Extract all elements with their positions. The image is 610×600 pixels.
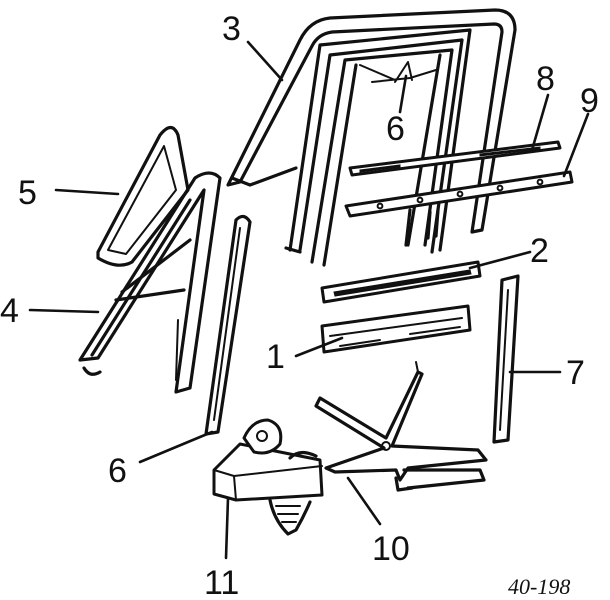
callout-2: 2 <box>530 232 549 270</box>
leader-6-bottom <box>138 430 214 464</box>
part-4-quarter-frame <box>78 171 222 394</box>
callout-1: 1 <box>266 338 285 376</box>
reference-code: 40-198 <box>508 574 570 599</box>
part-2-sill-strip <box>320 260 482 304</box>
callout-10: 10 <box>372 530 410 568</box>
leader-3 <box>246 40 284 82</box>
leader-11 <box>224 496 230 560</box>
callout-11: 11 <box>204 564 239 600</box>
callout-3: 3 <box>222 10 241 48</box>
part-10-window-regulator <box>314 361 488 492</box>
part-11-regulator-motor <box>212 418 324 536</box>
callout-6-top: 6 <box>386 110 405 148</box>
part-3-window-frame <box>226 8 517 267</box>
leader-1 <box>294 336 344 358</box>
leader-8 <box>530 93 550 152</box>
leader-2 <box>468 250 532 270</box>
callout-4: 4 <box>0 292 19 330</box>
part-6-channel-strip <box>204 214 252 436</box>
callout-6-bottom: 6 <box>108 452 127 490</box>
callout-labels: 3 5 4 6 8 9 2 1 7 6 10 11 <box>0 10 599 600</box>
leader-6-top <box>398 74 408 114</box>
leader-5 <box>54 188 120 196</box>
leader-10 <box>346 476 382 526</box>
leader-4 <box>28 308 100 314</box>
part-7-guide-channel <box>492 274 520 444</box>
leader-9 <box>562 112 590 178</box>
callout-8: 8 <box>536 60 555 98</box>
part-8-belt-strip <box>348 140 562 177</box>
part-1-sill-seal <box>320 304 472 354</box>
callout-7: 7 <box>566 354 585 392</box>
callout-9: 9 <box>580 82 599 120</box>
part-5-quarter-glass <box>96 125 190 267</box>
leader-lines <box>28 40 590 560</box>
callout-5: 5 <box>18 174 37 212</box>
part-9-outer-moulding <box>344 170 574 218</box>
